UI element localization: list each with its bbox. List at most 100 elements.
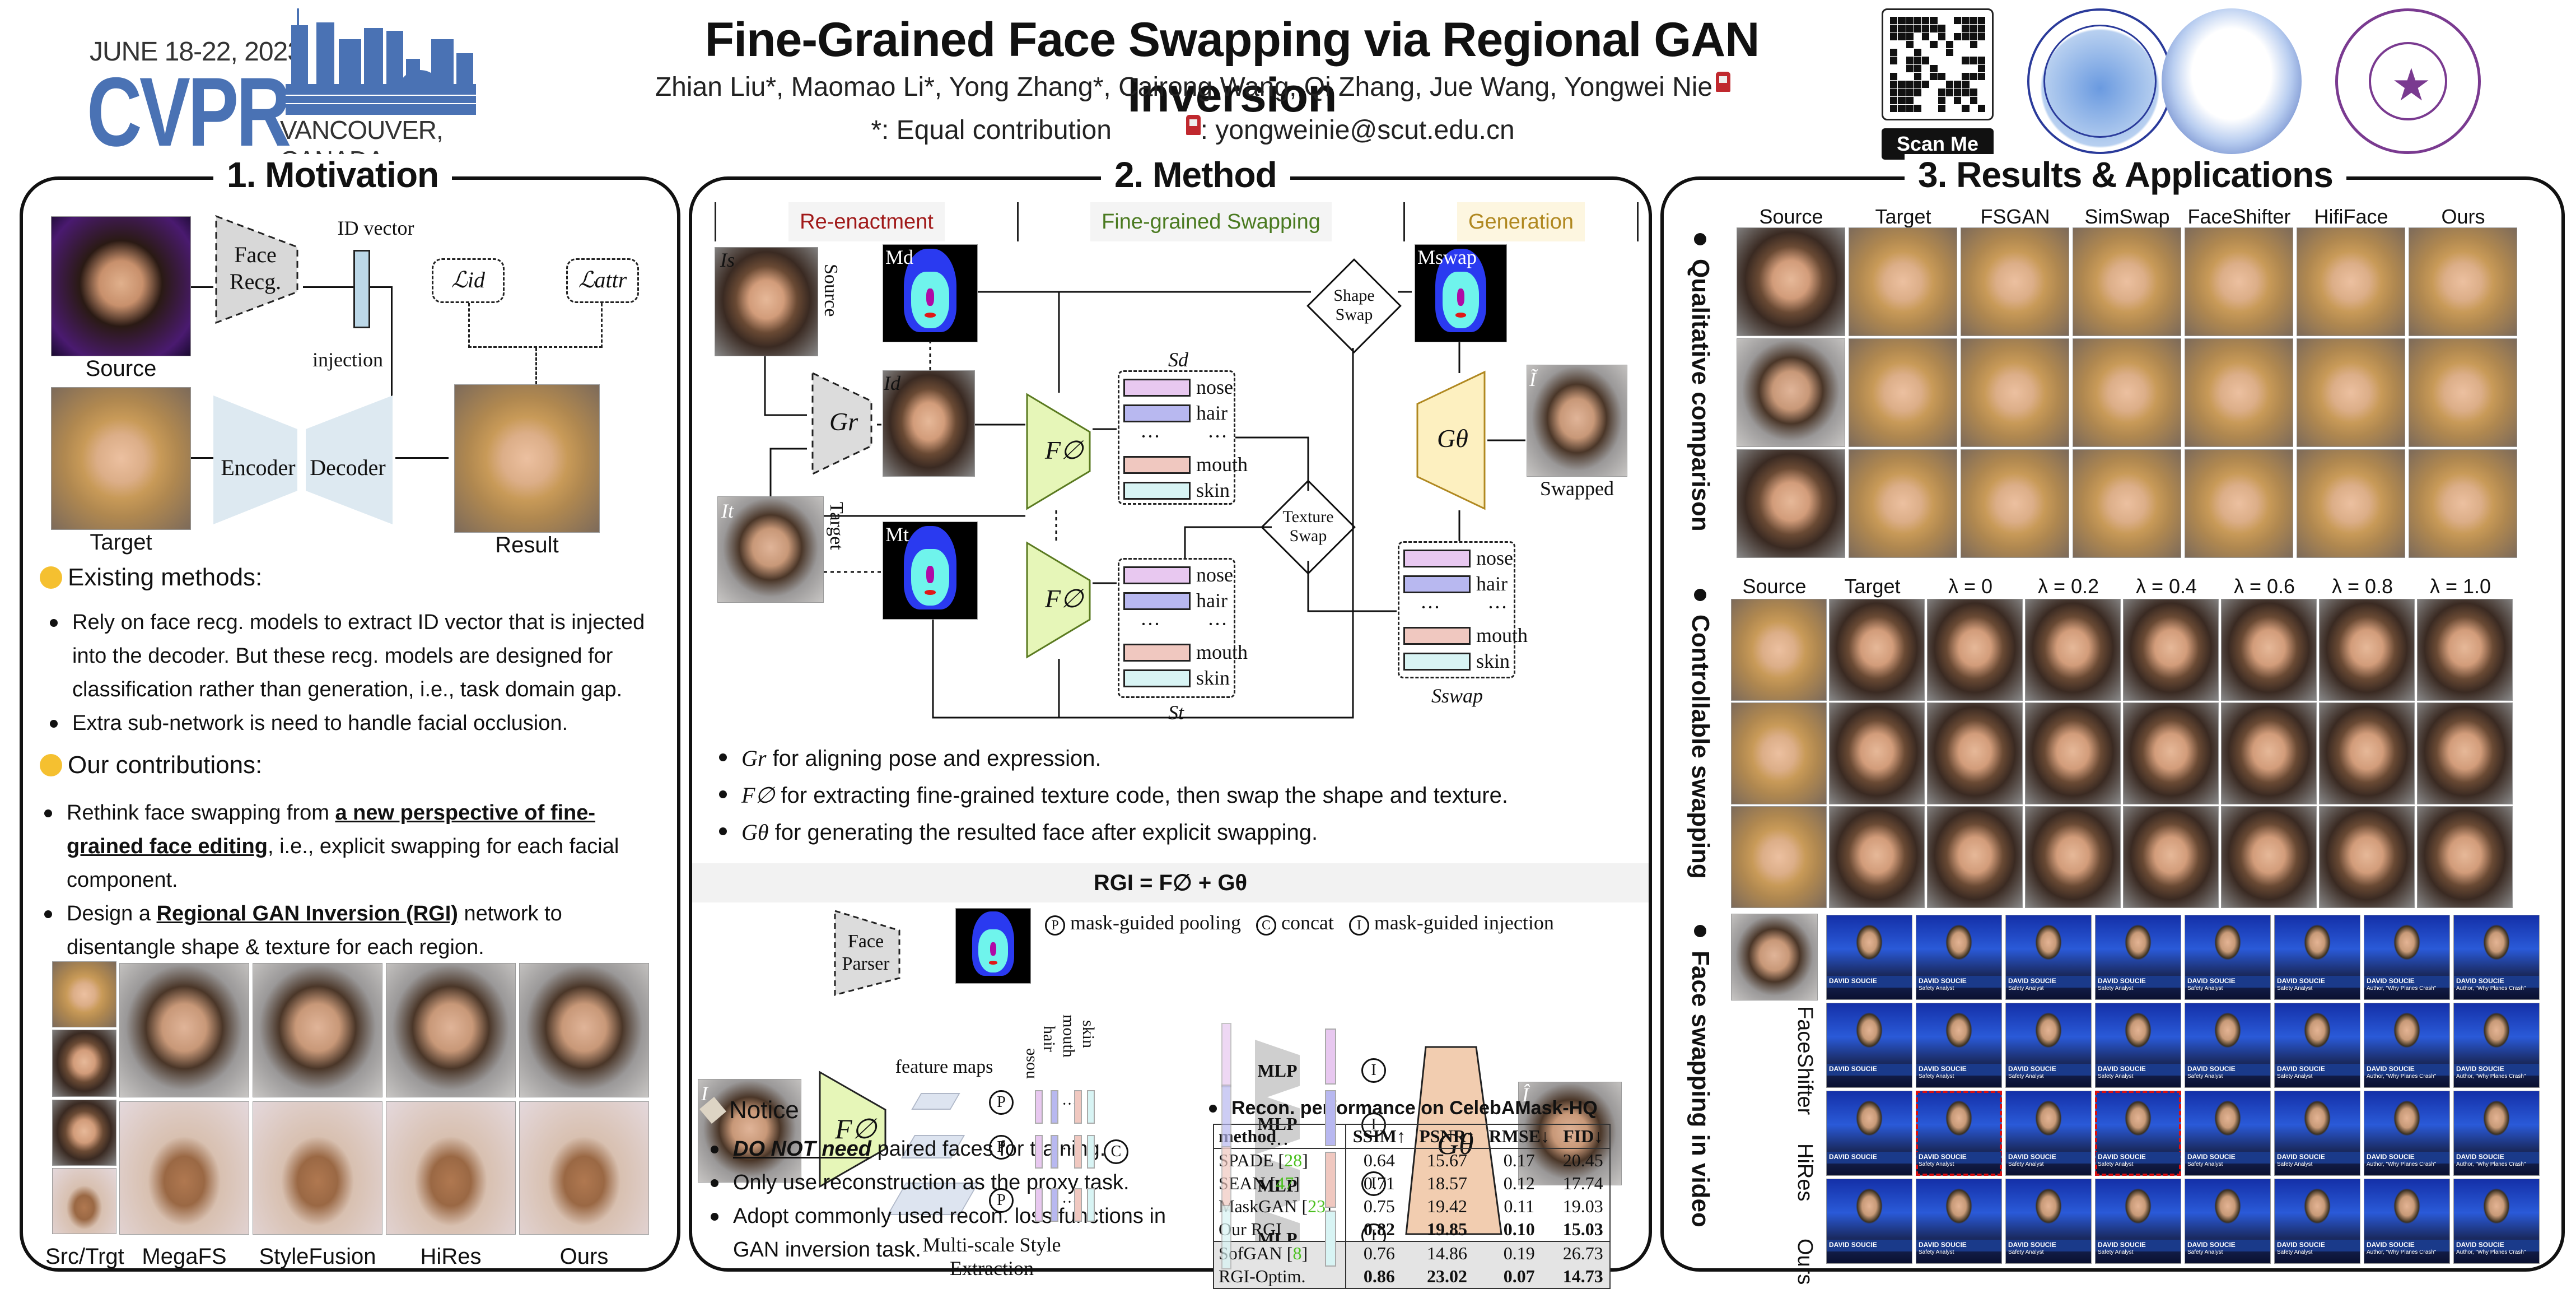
metric-cell: 0.75 [1363,1196,1395,1216]
g-theta-block [1416,370,1486,510]
caption-name: DAVID SOUCIE [2367,1241,2415,1249]
column-header: SSIM↑ [1345,1124,1413,1149]
metric-cell: 0.11 [1504,1196,1535,1216]
qr-module [1922,40,1930,48]
pooled-code [1087,1188,1095,1222]
notice-text: Adopt commonly used recon. loss function… [733,1204,1166,1262]
metric-cell: 19.03 [1562,1196,1603,1216]
loss-attr-label: ℒattr [578,267,627,292]
sd-code-box [1118,370,1235,505]
controllable-image [2319,806,2415,908]
qr-module [1914,104,1921,112]
qr-module [1938,72,1945,80]
qr-module [1954,104,1962,112]
caption-name: DAVID SOUCIE [2098,977,2146,985]
qr-module [1906,17,1914,25]
comparison-result-image [253,1101,382,1235]
region-label: hair [1196,402,1228,424]
lip-region [1455,313,1467,318]
motivation-title: 1. Motivation [213,154,452,196]
metric-cell: 23.02 [1412,1265,1482,1288]
qr-module [1962,64,1970,72]
qr-code[interactable]: Scan Me [1882,8,1994,160]
qr-module [1930,49,1938,57]
qr-module [1922,17,1930,25]
region-label: mouth [1196,453,1248,476]
star-icon: ★ [2391,60,2432,110]
comparison-result-image [519,963,649,1097]
controllable-image [1829,806,1925,908]
sd-label: Sd [1168,348,1188,371]
caption-role: Safety Analyst [2187,985,2223,992]
metric-cell: 14.86 [1412,1241,1482,1265]
caption-role: Safety Analyst [1919,1249,1954,1255]
region-label: nose [1196,376,1233,398]
qr-module [1945,64,1953,72]
qr-module [1954,25,1962,32]
arrow [395,457,449,459]
qr-module [1977,64,1985,72]
qr-module [1954,81,1962,89]
method-bullets: Gr for aligning pose and expression. F∅ … [715,740,1639,851]
method-cell: SEAN [47] [1214,1172,1346,1195]
method-name: RGI-Optim. [1219,1266,1306,1286]
region-code-input [1221,1146,1231,1211]
qr-module [1906,32,1914,40]
qualitative-image [1737,338,1845,447]
comparison-result-image [519,1101,649,1235]
notice-text: Only use reconstruction as the proxy tas… [733,1171,1130,1194]
caption-name: DAVID SOUCIE [1829,1241,1877,1249]
qr-module [1977,25,1985,32]
qr-module [1970,17,1977,25]
comparison-result-image [386,963,516,1097]
qr-module [1945,89,1953,96]
injection-label: injection [312,348,383,371]
contribution-text: Rethink face swapping from [67,801,335,825]
qr-module [1970,25,1977,32]
qr-module [1970,64,1977,72]
loss-connector [468,303,603,348]
contribution-text: network to disentangle shape & texture f… [67,902,562,959]
qr-module [1962,57,1970,64]
controllable-image [2417,702,2513,804]
method-cell: MaskGAN [23] [1214,1195,1346,1218]
column-header: method [1214,1124,1346,1149]
caption-role: Safety Analyst [2098,985,2134,992]
qualitative-image [2409,449,2517,558]
method-bullet-text: for generating the resulted face after e… [768,820,1318,845]
target-image [717,496,824,603]
metric-cell: 0.19 [1482,1241,1557,1265]
qr-module [1945,57,1953,64]
pooling-node: P [989,1090,1014,1115]
qr-module [1945,81,1953,89]
metric-cell: 17.74 [1562,1173,1603,1193]
qr-module [1930,32,1938,40]
qr-module [1906,72,1914,80]
qr-module [1970,32,1977,40]
caption-role: Safety Analyst [2098,1249,2134,1255]
qualitative-image [1961,227,2069,336]
ellipsis: ··· [1207,425,1228,448]
sswap-label: Sswap [1431,685,1483,707]
region-label: hair [1476,573,1508,595]
qr-module [1914,17,1921,25]
caption-name: DAVID SOUCIE [2456,1065,2504,1073]
qr-code-image[interactable] [1882,8,1994,120]
driving-image [883,370,975,477]
qr-module [1890,40,1898,48]
pooling-node: P [989,1135,1014,1160]
metric-cell: 0.76 [1345,1241,1413,1265]
f-phi-label: F∅ [1045,584,1084,613]
qr-module [1922,89,1930,96]
controllable-image [1731,702,1827,804]
qr-module [1898,57,1906,64]
contact-email[interactable]: : yongweinie@scut.edu.cn [1200,115,1515,145]
